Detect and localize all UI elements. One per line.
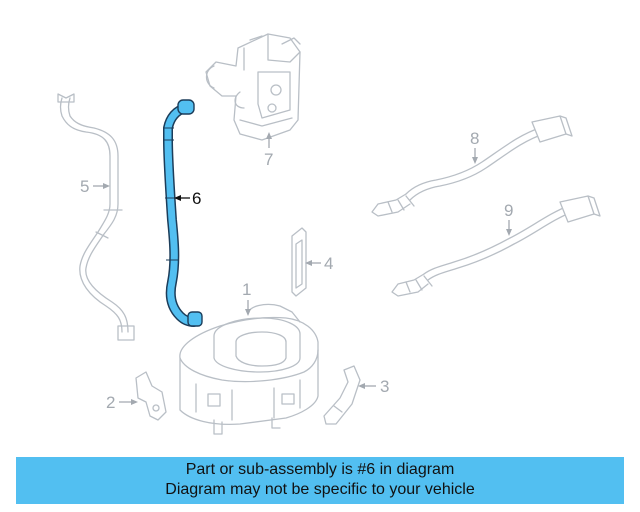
svg-text:7: 7 — [264, 150, 273, 169]
svg-text:2: 2 — [106, 393, 115, 412]
svg-text:4: 4 — [324, 254, 333, 273]
callout-6: 6 — [174, 189, 201, 208]
callout-3: 3 — [358, 377, 389, 396]
callout-9: 9 — [504, 201, 513, 236]
part-8-sensor — [371, 115, 573, 217]
part-2-bracket — [135, 371, 167, 421]
part-7-valve-block — [205, 33, 301, 141]
callout-2: 2 — [106, 393, 138, 412]
svg-text:8: 8 — [470, 129, 479, 148]
callout-4: 4 — [305, 254, 333, 273]
svg-text:9: 9 — [504, 201, 513, 220]
svg-text:3: 3 — [380, 377, 389, 396]
part-1-tank — [179, 303, 319, 435]
part-3-bracket — [323, 365, 361, 425]
callout-1: 1 — [242, 280, 251, 316]
svg-text:1: 1 — [242, 280, 251, 299]
parts-diagram: 1 2 3 4 5 6 7 8 9 — [57, 33, 601, 435]
svg-text:6: 6 — [192, 189, 201, 208]
callout-5: 5 — [80, 177, 110, 196]
part-5-line — [57, 93, 135, 341]
info-banner: Part or sub-assembly is #6 in diagram Di… — [16, 457, 624, 504]
banner-line-disclaimer: Diagram may not be specific to your vehi… — [165, 481, 475, 498]
svg-text:5: 5 — [80, 177, 89, 196]
part-6-hose — [163, 99, 203, 327]
callout-8: 8 — [470, 129, 479, 164]
part-4-bracket — [291, 227, 307, 297]
callout-7: 7 — [264, 132, 273, 169]
part-9-sensor — [391, 195, 601, 297]
banner-line-part-number: Part or sub-assembly is #6 in diagram — [185, 461, 455, 478]
